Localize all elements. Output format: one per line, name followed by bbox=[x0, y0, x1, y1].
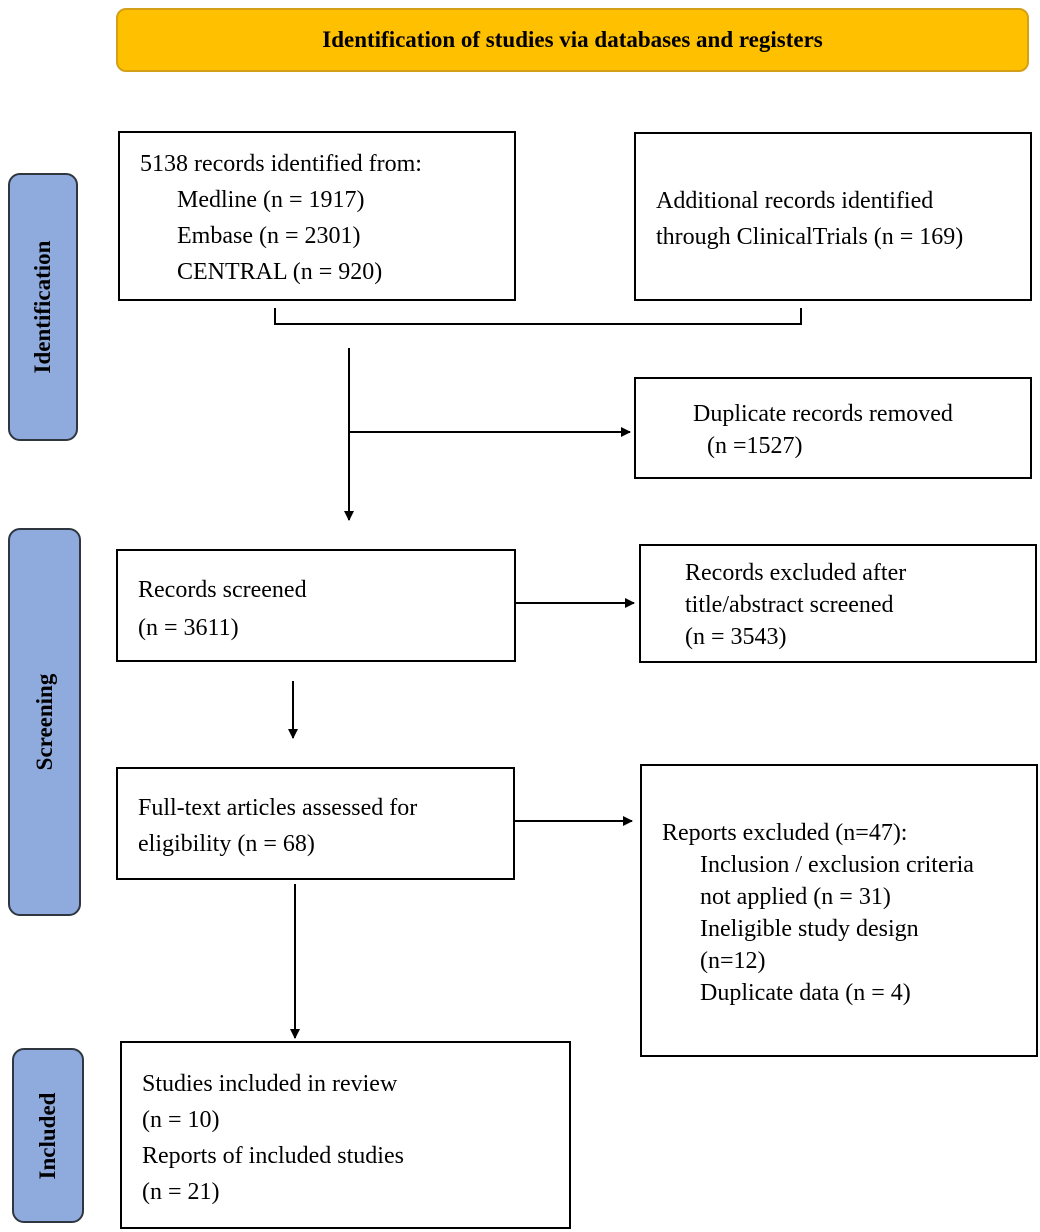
duplicates-removed-box: Duplicate records removed (n =1527) bbox=[634, 377, 1032, 479]
reports-excluded-reason2-count: (n=12) bbox=[700, 948, 766, 974]
reports-excluded-reason2: Ineligible study design bbox=[700, 916, 919, 942]
records-identified-central: CENTRAL (n = 920) bbox=[177, 259, 383, 285]
additional-records-box: Additional records identified through Cl… bbox=[634, 132, 1032, 301]
additional-records-line2: through ClinicalTrials (n = 169) bbox=[656, 224, 964, 250]
studies-included-count: (n = 10) bbox=[142, 1107, 220, 1133]
reports-excluded-total: Reports excluded (n=47): bbox=[662, 820, 908, 846]
reports-included-count: (n = 21) bbox=[142, 1179, 220, 1205]
phase-identification: Identification bbox=[8, 173, 78, 441]
reports-excluded-box: Reports excluded (n=47): Inclusion / exc… bbox=[640, 764, 1038, 1057]
reports-included-line: Reports of included studies bbox=[142, 1143, 404, 1169]
records-identified-embase: Embase (n = 2301) bbox=[177, 223, 361, 249]
reports-excluded-reason3: Duplicate data (n = 4) bbox=[700, 980, 911, 1006]
header-title: Identification of studies via databases … bbox=[322, 27, 823, 52]
records-screened-count: (n = 3611) bbox=[138, 615, 239, 641]
records-excluded-line2: title/abstract screened bbox=[685, 592, 894, 618]
studies-included-box: Studies included in review (n = 10) Repo… bbox=[120, 1041, 571, 1229]
records-identified-total: 5138 records identified from: bbox=[140, 151, 422, 177]
records-identified-box: 5138 records identified from: Medline (n… bbox=[118, 131, 516, 301]
phase-screening: Screening bbox=[8, 528, 81, 916]
additional-records-line1: Additional records identified bbox=[656, 188, 934, 214]
records-screened-line1: Records screened bbox=[138, 577, 307, 603]
records-excluded-count: (n = 3543) bbox=[685, 624, 787, 650]
records-identified-medline: Medline (n = 1917) bbox=[177, 187, 365, 213]
records-excluded-box: Records excluded after title/abstract sc… bbox=[639, 544, 1037, 663]
studies-included-line1: Studies included in review bbox=[142, 1071, 398, 1097]
duplicates-removed-count: (n =1527) bbox=[707, 433, 803, 459]
fulltext-assessed-line2: eligibility (n = 68) bbox=[138, 831, 315, 857]
records-excluded-line1: Records excluded after bbox=[685, 560, 907, 586]
merge-bracket bbox=[274, 308, 802, 325]
records-screened-box: Records screened (n = 3611) bbox=[116, 549, 516, 662]
reports-excluded-reason1-count: not applied (n = 31) bbox=[700, 884, 891, 910]
fulltext-assessed-line1: Full-text articles assessed for bbox=[138, 795, 418, 821]
header-banner: Identification of studies via databases … bbox=[116, 8, 1029, 72]
duplicates-removed-line1: Duplicate records removed bbox=[693, 401, 953, 427]
phase-included: Included bbox=[12, 1048, 84, 1223]
fulltext-assessed-box: Full-text articles assessed for eligibil… bbox=[116, 767, 515, 880]
reports-excluded-reason1: Inclusion / exclusion criteria bbox=[700, 852, 974, 878]
